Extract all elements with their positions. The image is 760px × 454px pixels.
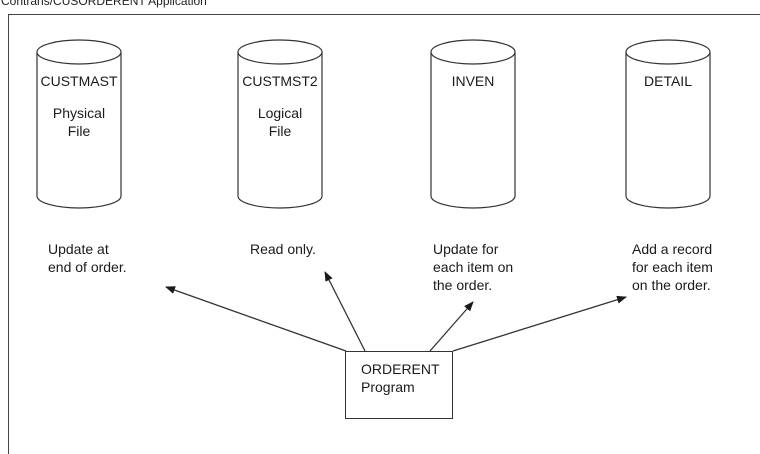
program-box: ORDERENT Program [345, 351, 453, 419]
file-type-line: Logical [257, 105, 303, 121]
file-type-line: Physical [52, 105, 106, 121]
note-line: the order. [433, 277, 493, 293]
file-cylinder-custmast [36, 39, 122, 209]
file-name: CUSTMAST [40, 73, 118, 89]
file-cylinder-custmst2 [237, 39, 323, 209]
diagram-title: Contrans/CUSORDERENT Application [1, 0, 207, 8]
access-note-detail: Add a record for each item on the order. [632, 240, 713, 294]
note-line: end of order. [48, 259, 127, 275]
note-line: Add a record [632, 241, 713, 257]
file-cylinder-inven [430, 39, 516, 209]
file-type-line: File [268, 123, 292, 139]
file-label-custmst2: CUSTMST2 Logical File [238, 72, 322, 140]
note-line: Update at [48, 241, 109, 257]
program-name: ORDERENT [361, 361, 440, 377]
file-label-detail: DETAIL [626, 72, 710, 90]
file-name: INVEN [451, 73, 495, 89]
note-line: each item on [433, 259, 514, 275]
note-line: Update for [433, 241, 499, 257]
file-cylinder-detail [625, 39, 711, 209]
note-line: on the order. [632, 277, 711, 293]
program-type: Program [361, 379, 415, 395]
file-label-custmast: CUSTMAST Physical File [37, 72, 121, 140]
access-note-custmst2: Read only. [250, 240, 316, 258]
arrow-to-custmst2 [324, 271, 366, 352]
note-line: Read only. [250, 241, 316, 257]
arrow-to-inven [429, 301, 474, 352]
file-type-line: File [67, 123, 91, 139]
access-note-inven: Update for each item on the order. [433, 240, 513, 294]
file-name: DETAIL [644, 73, 692, 89]
file-label-inven: INVEN [431, 72, 515, 90]
diagram-frame [8, 14, 760, 454]
access-note-custmast: Update at end of order. [48, 240, 127, 276]
arrow-to-detail [452, 295, 627, 352]
note-line: for each item [632, 259, 713, 275]
file-name: CUSTMST2 [242, 73, 318, 89]
arrow-to-custmast [165, 286, 347, 352]
